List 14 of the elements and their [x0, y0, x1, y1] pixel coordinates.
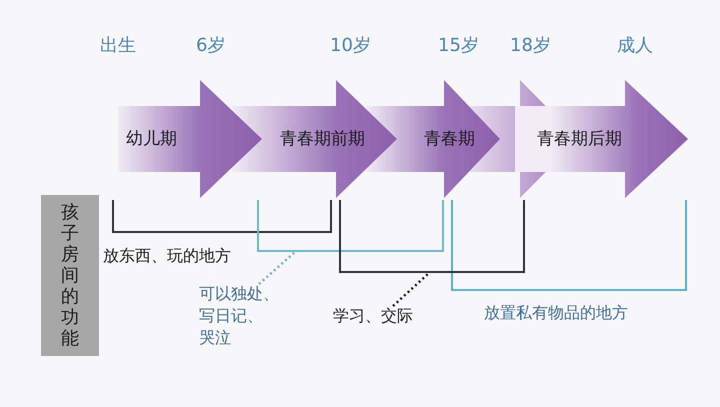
arrow-shape: [118, 80, 262, 198]
label-box: [41, 195, 99, 356]
vertical-label: 孩子房间的功能: [61, 202, 79, 349]
note-text: 学习、交际: [333, 305, 413, 327]
stage-label: 幼儿期: [126, 128, 177, 150]
stage-label: 青春期后期: [537, 128, 622, 150]
bracket: [339, 200, 525, 273]
leader-line: [392, 272, 430, 307]
note-text: 可以独处、写日记、哭泣: [199, 283, 279, 349]
leader-line: [258, 251, 296, 285]
stage-label: 青春期: [424, 128, 475, 150]
age-label: 成人: [617, 35, 653, 57]
bracket: [257, 200, 444, 252]
stage-label: 青春期前期: [280, 128, 365, 150]
